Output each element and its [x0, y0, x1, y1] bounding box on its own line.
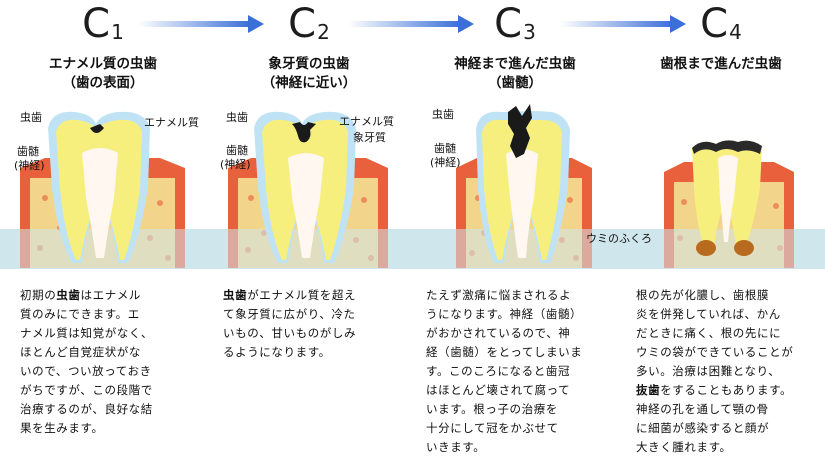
stage-c4: C4 歯根まで進んだ虫歯 ウミのふくろ 根の先が化膿し、歯根膜 炎を併発していれ…: [586, 0, 824, 460]
progress-arrow-1: [138, 15, 264, 33]
stage-description: 初期の虫歯はエナメル 質のみにできます。エ ナメル質は知覚がなく、 ほとんど自覚…: [20, 288, 154, 435]
label-dentin: 象牙質: [353, 131, 386, 144]
stage-title: 神経まで進んだ虫歯 （歯髄）: [454, 56, 576, 91]
tooth-illustration-c2: [206, 111, 412, 269]
label-nerve: (神経): [14, 159, 45, 172]
stage-c2: C2 象牙質の虫歯 （神経に近い） 虫歯 エナメル質 象牙質 歯髄 (神経) 虫…: [206, 0, 412, 460]
label-pus-sac: ウミのふくろ: [586, 232, 652, 245]
label-enamel: エナメル質: [144, 116, 199, 129]
progress-arrow-3: [560, 15, 686, 33]
label-pulp: 歯髄: [226, 144, 248, 157]
label-caries: 虫歯: [20, 111, 42, 124]
stage-c1: C1 エナメル質の虫歯 （歯の表面） 虫歯 エナメル質 歯髄 (神経) 初期の虫…: [0, 0, 206, 460]
label-enamel: エナメル質: [339, 115, 394, 128]
stage-title: 歯根まで進んだ虫歯: [660, 56, 782, 72]
stage-code: C1: [82, 1, 124, 47]
stage-description: 根の先が化膿し、歯根膜 炎を併発していれば、かん だときに痛く、根の先にに ウミ…: [636, 288, 794, 454]
stage-code: C2: [288, 1, 330, 47]
stage-code: C3: [494, 1, 536, 47]
stage-description: たえず激痛に悩まされるよ うになります。神経（歯髄） がおかされているので、神 …: [426, 288, 583, 454]
tooth-illustration-c1: [0, 111, 206, 269]
label-pulp: 歯髄: [17, 145, 39, 158]
tooth-illustration-c3: [412, 104, 618, 269]
label-nerve: (神経): [430, 156, 461, 169]
stage-title: 象牙質の虫歯 （神経に近い）: [261, 56, 357, 91]
label-caries: 虫歯: [226, 111, 248, 124]
stage-title: エナメル質の虫歯 （歯の表面）: [49, 56, 157, 91]
progress-arrow-2: [348, 15, 474, 33]
label-caries: 虫歯: [432, 108, 454, 121]
stage-description: 虫歯がエナメル質を超え て象牙質に広がり、冷た いもの、甘いものがしみ るように…: [223, 288, 357, 359]
stage-c3: C3 神経まで進んだ虫歯 （歯髄） 虫歯 歯髄 (神経) たえず激痛に悩まされる…: [412, 0, 618, 460]
label-pulp: 歯髄: [434, 142, 456, 155]
label-nerve: (神経): [220, 158, 251, 171]
tooth-illustration-c4: [618, 140, 824, 269]
stage-code: C4: [700, 1, 742, 47]
